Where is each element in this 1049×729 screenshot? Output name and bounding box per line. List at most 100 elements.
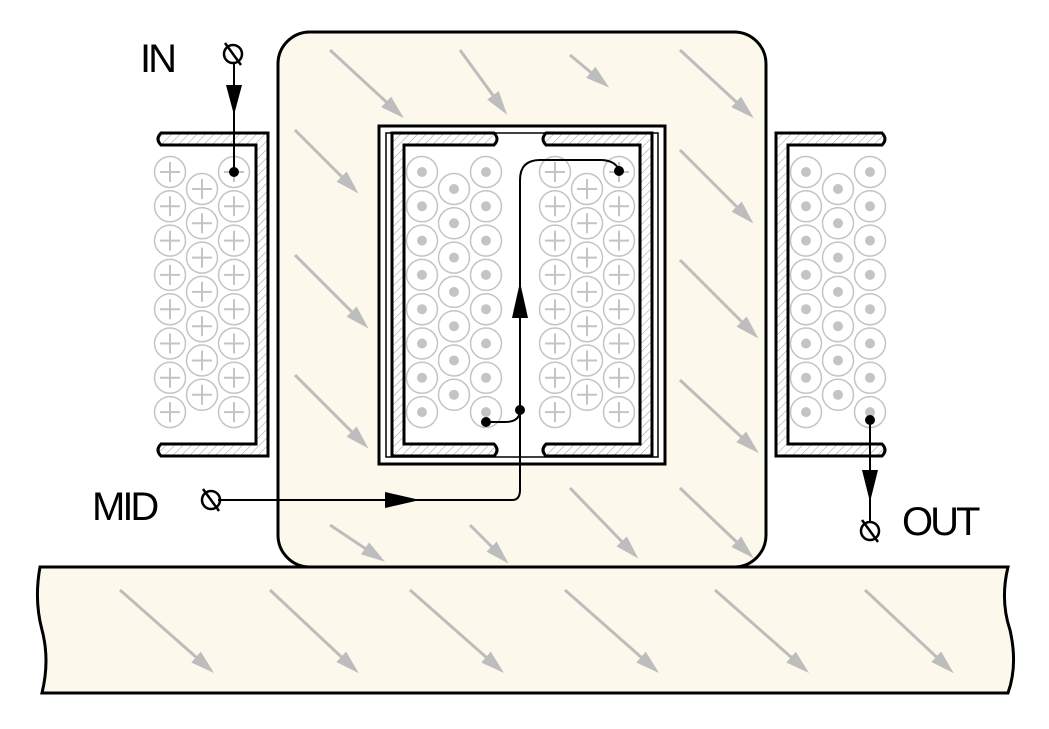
coil-cross-section-in [570,241,604,274]
coil-cross-section-out [789,155,823,189]
coil-cross-section-out [853,292,887,326]
label-in: IN [140,37,174,81]
coil-cross-section-in [570,344,604,377]
flux-arrow [468,523,509,564]
flux-arrow [569,53,610,88]
coil-cross-section-out [853,224,887,257]
coil-cross-section-out [469,292,503,326]
up-arrow [512,282,528,318]
flux-arrow [458,49,508,115]
coil-cross-section-in [602,224,636,257]
label-mid: MID [92,485,157,529]
flux-arrow [678,258,759,339]
out-dot [865,415,875,425]
coil-cross-section-in [602,258,636,292]
flux-arrow [328,48,404,119]
coil-cross-section-in [185,207,219,240]
coil-cross-section-out [853,327,887,360]
tap-dot [614,166,624,176]
coil-cross-section-in [185,241,219,274]
terminal-mid[interactable] [200,488,222,512]
coil-cross-section-in [602,395,636,429]
coil-cross-section-out [821,309,855,343]
coil-cross-section-in [185,378,219,412]
coil-cross-section-out [437,344,471,377]
terminal-out[interactable] [859,519,881,543]
coil-cross-section-out [437,207,471,240]
coil-cross-section-out [821,275,855,309]
coil-cross-section-out [853,190,887,223]
flux-arrow [678,486,754,559]
coil-cross-section-out [821,172,855,206]
coil-cross-section-out [405,258,439,292]
flux-arrow [119,588,214,673]
in-arrow [226,85,242,115]
coil-cross-section-out [789,224,823,257]
coil-cross-section-in [217,258,251,292]
coil-cross-section-in [153,361,187,395]
coil-cross-section-in [153,224,187,257]
coil-cross-section-in [153,258,187,292]
bobbin [774,131,887,458]
base-plate [35,565,1016,695]
terminal-in[interactable] [222,42,244,66]
coil-cross-section-in [570,275,604,309]
coil-cross-section-out [789,258,823,292]
coil-cross-section-in [538,292,572,326]
coil-cross-section-in [538,395,572,429]
flux-arrow [329,523,385,562]
coil-cross-section-in [217,190,251,223]
coil-cross-section-out [469,361,503,395]
coil-cross-section-out [789,395,823,429]
coil-cross-section-out [469,224,503,257]
coil-cross-section-out [789,361,823,395]
coil-cross-section-out [469,155,503,189]
wire-arrows [226,85,878,508]
coil-cross-section-in [570,172,604,206]
coil-cross-section-in [153,395,187,429]
bobbin [156,131,270,458]
flux-arrow [568,486,639,559]
coil-cross-section-in [538,224,572,257]
coil-cross-section-in [602,190,636,223]
flux-arrow [678,148,754,224]
coil-cross-section-out [853,258,887,292]
coil-cross-section-out [821,207,855,240]
mid-dot [481,417,491,427]
flux-arrow [409,588,504,673]
core-window-inner [385,132,659,458]
coil-cross-section-out [469,395,503,429]
coil-cross-section-in [602,327,636,360]
coil-cross-section-in [217,361,251,395]
coils [153,155,887,429]
flux-arrow [714,588,809,673]
coil-cross-section-in [602,361,636,395]
bobbins [156,131,887,458]
coil-cross-section-out [789,292,823,326]
coil-cross-section-in [153,190,187,223]
coil-cross-section-in [602,292,636,326]
coil-cross-section-out [405,361,439,395]
coil-cross-section-in [217,224,251,257]
flux-arrow [293,373,369,449]
coil-cross-section-in [538,258,572,292]
coil-cross-section-in [217,292,251,326]
junction-dot [515,405,525,415]
flux-arrow [863,588,954,674]
coil-cross-section-out [821,344,855,377]
coil-cross-section-in [217,327,251,360]
coil-cross-section-out [789,190,823,223]
coil-cross-section-in [185,275,219,309]
coil-cross-section-out [853,361,887,395]
coil-cross-section-out [821,241,855,274]
mid-wire [218,409,521,501]
tap-wire [519,159,620,410]
bobbin [541,131,654,458]
coil-cross-section-in [538,190,572,223]
coil-cross-section-out [853,155,887,189]
bobbin [390,131,499,458]
flux-arrow [564,588,659,673]
coil-cross-section-in [538,155,572,189]
coil-cross-section-in [153,155,187,189]
